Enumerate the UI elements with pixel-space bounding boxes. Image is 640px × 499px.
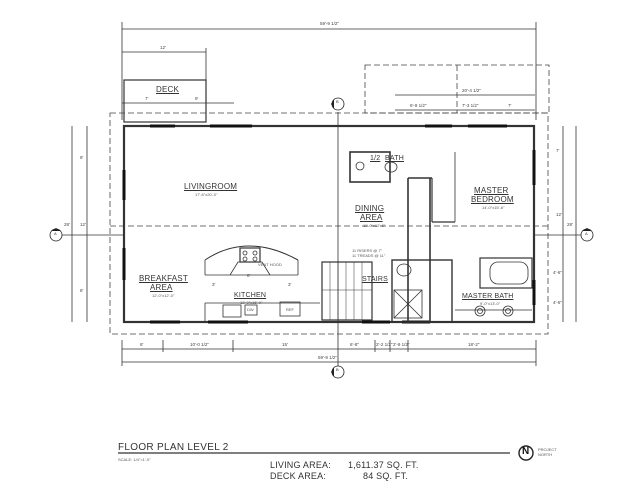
dim-left-mid: 12' <box>80 222 86 227</box>
dim-bottom-5: 2'-2 1/2" <box>376 342 393 347</box>
dim-deck-right: 9' <box>195 96 199 101</box>
master-bath-label: MASTER BATH <box>462 293 514 300</box>
section-marker-b-top: B <box>336 99 339 104</box>
section-marker-a-left: A <box>54 231 57 236</box>
dim-right-a: 6'-9 1/2" <box>410 103 427 108</box>
dim-bottom-7: 18'-2" <box>468 342 480 347</box>
vent-hood-note: VENT HOOD <box>258 262 282 267</box>
dim-left-top: 8' <box>80 155 84 160</box>
stairs-label: STAIRS <box>362 276 388 283</box>
section-marker-b-bottom: B <box>336 367 339 372</box>
north-label-2: NORTH <box>538 452 553 457</box>
dining-label-1: DINING <box>355 204 385 213</box>
dim-left-overall: 28' <box>64 222 70 227</box>
dim-top-overall: 59'-9 1/2" <box>320 21 339 26</box>
dim-bottom-3: 15' <box>282 342 288 347</box>
dim-right-upper: 20'-4 1/2" <box>462 88 481 93</box>
dim-bottom-6: 2'-9 1/2" <box>393 342 410 347</box>
dim-right-b: 7'-3 1/2" <box>462 103 479 108</box>
north-arrow-icon: N <box>522 446 530 457</box>
half-bath-label-2: BATH <box>385 155 404 162</box>
section-marker-a-right: A <box>585 231 588 236</box>
deck-label: DECK <box>156 85 180 94</box>
ref-label: REF <box>286 307 294 312</box>
dim-right-low-1: 4'-6" <box>553 270 562 275</box>
dim-right-c: 7' <box>508 103 512 108</box>
dim-right-mid: 12' <box>556 212 562 217</box>
dim-bottom-2: 10'-0 1/2" <box>190 342 209 347</box>
dim-deck-width: 12' <box>160 45 166 50</box>
dim-bottom-1: 8' <box>140 342 144 347</box>
master-bedroom-label-2: BEDROOM <box>471 195 514 204</box>
dim-kitchen-side-right: 3' <box>288 282 292 287</box>
deck-area-value: 84 SQ. FT. <box>363 471 409 481</box>
breakfast-label-1: BREAKFAST <box>139 274 188 283</box>
stair-treads-note: 11 TREADS @ 11" <box>352 253 386 258</box>
livingroom-label: LIVINGROOM <box>184 182 238 191</box>
dim-right-top: 7' <box>556 148 560 153</box>
plan-title: FLOOR PLAN LEVEL 2 <box>118 442 229 453</box>
dim-deck-left: 7' <box>145 96 149 101</box>
living-area-value: 1,611.37 SQ. FT. <box>348 460 419 470</box>
livingroom-size: 17'-6"x20'-0" <box>195 192 218 197</box>
breakfast-size: 12'-0"x12'-0" <box>152 293 175 298</box>
master-bedroom-label-1: MASTER <box>474 186 509 195</box>
dim-left-bottom: 8' <box>80 288 84 293</box>
dining-label-2: AREA <box>360 213 383 222</box>
master-bedroom-size: 14'-0"x15'-6" <box>482 205 505 210</box>
dim-right-low-2: 4'-6" <box>553 300 562 305</box>
dim-kitchen-side-left: 3' <box>212 282 216 287</box>
master-bath-size: 9'-0"x13'-0" <box>480 301 501 306</box>
plan-scale: SCALE: 1/4"=1'-0" <box>118 457 151 462</box>
deck-area-label: DECK AREA: <box>270 471 327 481</box>
kitchen-label: KITCHEN <box>234 292 267 299</box>
breakfast-label-2: AREA <box>150 283 173 292</box>
dim-bottom-4: 6'-8" <box>350 342 359 347</box>
stair-risers-note: 11 RISERS @ 7" <box>352 248 383 253</box>
half-bath-label-1: 1/2 <box>370 155 381 162</box>
dim-right-overall: 28' <box>567 222 573 227</box>
dw-label: DW <box>247 307 254 312</box>
north-label-1: PROJECT <box>538 447 557 452</box>
dining-size: 11'-0"x12'-6" <box>363 223 386 228</box>
living-area-label: LIVING AREA: <box>270 460 331 470</box>
dim-bottom-overall: 59'-9 1/2" <box>318 355 337 360</box>
kitchen-size: 12'-0"x15'-0" <box>240 300 263 305</box>
dim-kitchen-island: 8' <box>247 273 251 278</box>
